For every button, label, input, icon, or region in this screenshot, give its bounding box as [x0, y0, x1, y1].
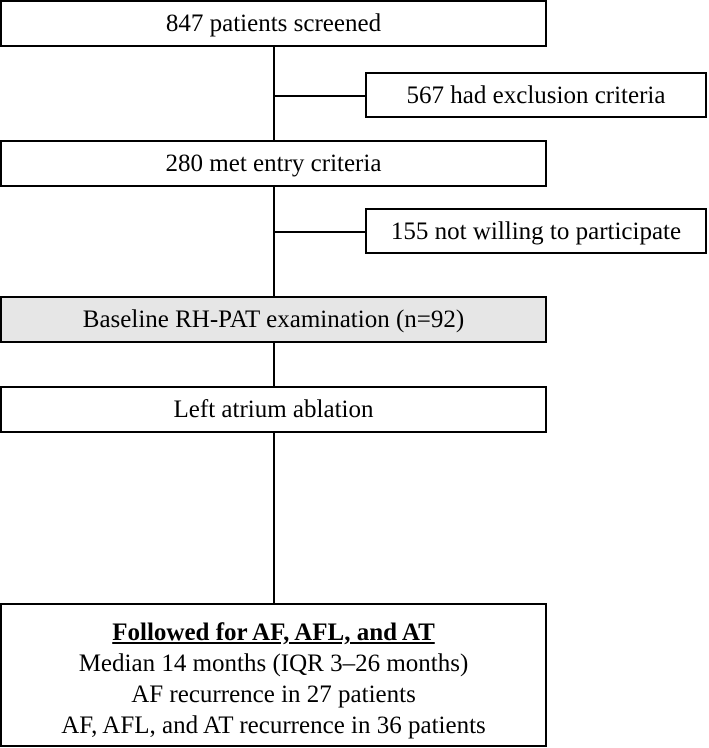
- connector-screened-to-entry: [273, 45, 275, 142]
- box-followup: Followed for AF, AFL, and AT Median 14 m…: [0, 603, 547, 747]
- connector-to-not-willing: [273, 231, 366, 233]
- box-not-willing: 155 not willing to participate: [365, 208, 707, 254]
- followup-af-recurrence: AF recurrence in 27 patients: [131, 681, 416, 708]
- box-not-willing-label: 155 not willing to participate: [390, 217, 682, 245]
- followup-median-duration: Median 14 months (IQR 3–26 months): [78, 650, 469, 677]
- box-patients-screened: 847 patients screened: [0, 0, 547, 47]
- box-patients-screened-label: 847 patients screened: [165, 10, 382, 37]
- connector-entry-to-baseline: [273, 185, 275, 297]
- box-exclusion-criteria-label: 567 had exclusion criteria: [406, 81, 666, 109]
- connector-baseline-to-ablation: [273, 341, 275, 387]
- followup-heading: Followed for AF, AFL, and AT: [112, 619, 435, 646]
- box-met-entry-criteria-label: 280 met entry criteria: [165, 150, 382, 177]
- box-met-entry-criteria: 280 met entry criteria: [0, 140, 547, 187]
- box-left-atrium-ablation: Left atrium ablation: [0, 386, 547, 433]
- connector-ablation-to-followup: [273, 431, 275, 604]
- followup-all-recurrence: AF, AFL, and AT recurrence in 36 patient…: [61, 712, 486, 739]
- box-exclusion-criteria: 567 had exclusion criteria: [365, 72, 707, 118]
- box-left-atrium-ablation-label: Left atrium ablation: [173, 396, 374, 423]
- box-baseline-examination: Baseline RH-PAT examination (n=92): [0, 296, 547, 343]
- box-baseline-examination-label: Baseline RH-PAT examination (n=92): [82, 306, 465, 333]
- connector-to-excluded: [273, 95, 366, 97]
